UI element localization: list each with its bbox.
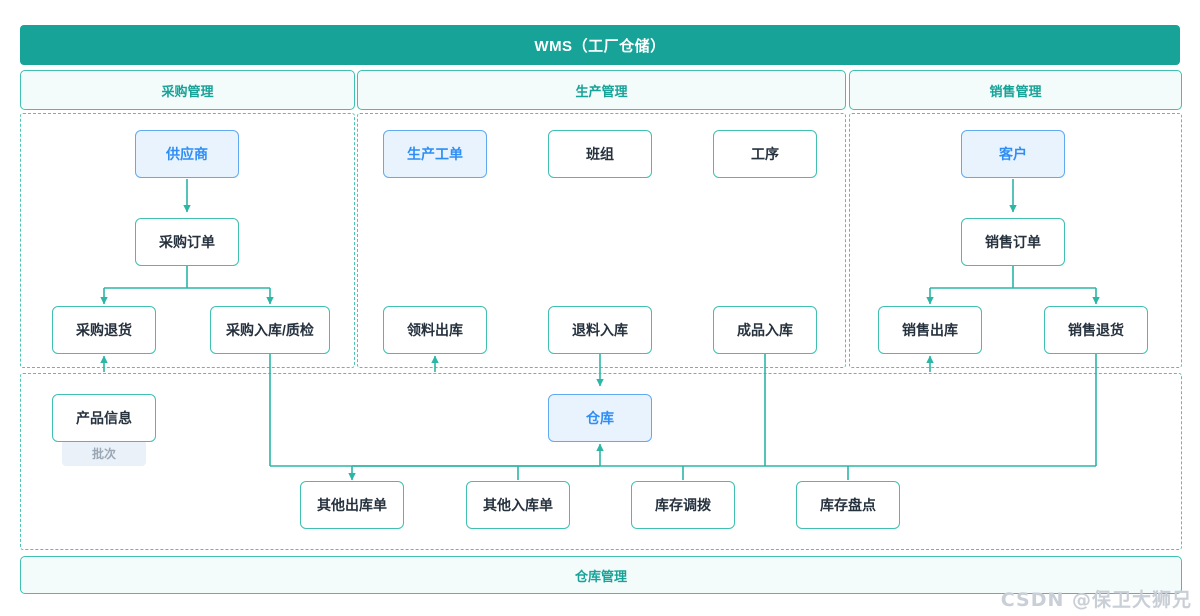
footer-warehouse-management[interactable]: 仓库管理 <box>20 556 1182 594</box>
badge-batch-label: 批次 <box>91 446 116 461</box>
badge-batch: 批次 <box>62 440 146 466</box>
region-produce <box>357 113 846 368</box>
node-customer-label: 客户 <box>999 145 1027 162</box>
node-purchase-inbound-qc-label: 采购入库/质检 <box>226 321 314 338</box>
node-warehouse[interactable]: 仓库 <box>548 394 652 442</box>
node-purchase-return-label: 采购退货 <box>76 321 132 338</box>
node-purchase-return[interactable]: 采购退货 <box>52 306 156 354</box>
node-finished-inbound[interactable]: 成品入库 <box>713 306 817 354</box>
node-other-inbound-label: 其他入库单 <box>483 496 553 513</box>
group-header-sales[interactable]: 销售管理 <box>849 70 1182 110</box>
node-sales-order[interactable]: 销售订单 <box>961 218 1065 266</box>
node-purchase-order[interactable]: 采购订单 <box>135 218 239 266</box>
wms-title-bar: WMS（工厂仓储） <box>20 25 1180 65</box>
node-sales-outbound[interactable]: 销售出库 <box>878 306 982 354</box>
node-work-order-label: 生产工单 <box>407 145 463 162</box>
region-sales <box>849 113 1182 368</box>
node-material-return-inbound-label: 退料入库 <box>572 321 628 338</box>
group-header-purchase-label: 采购管理 <box>161 83 214 99</box>
node-sales-return[interactable]: 销售退货 <box>1044 306 1148 354</box>
node-supplier[interactable]: 供应商 <box>135 130 239 178</box>
node-other-outbound-label: 其他出库单 <box>317 496 387 513</box>
group-header-purchase[interactable]: 采购管理 <box>20 70 355 110</box>
region-warehouse <box>20 373 1182 550</box>
node-sales-return-label: 销售退货 <box>1068 321 1124 338</box>
csdn-watermark: CSDN @保卫大狮兄 <box>1000 589 1192 611</box>
node-team[interactable]: 班组 <box>548 130 652 178</box>
node-purchase-order-label: 采购订单 <box>159 233 215 250</box>
node-sales-outbound-label: 销售出库 <box>902 321 958 338</box>
page-title: WMS（工厂仓储） <box>534 37 666 55</box>
node-stock-transfer[interactable]: 库存调拨 <box>631 481 735 529</box>
node-work-order[interactable]: 生产工单 <box>383 130 487 178</box>
group-header-produce[interactable]: 生产管理 <box>357 70 846 110</box>
group-header-sales-label: 销售管理 <box>989 83 1042 99</box>
node-other-inbound[interactable]: 其他入库单 <box>466 481 570 529</box>
node-supplier-label: 供应商 <box>166 145 208 162</box>
node-other-outbound[interactable]: 其他出库单 <box>300 481 404 529</box>
node-material-return-inbound[interactable]: 退料入库 <box>548 306 652 354</box>
node-process[interactable]: 工序 <box>713 130 817 178</box>
node-product-info[interactable]: 产品信息 <box>52 394 156 442</box>
node-process-label: 工序 <box>751 145 779 162</box>
node-finished-inbound-label: 成品入库 <box>737 321 793 338</box>
node-stock-count-label: 库存盘点 <box>820 496 876 513</box>
node-customer[interactable]: 客户 <box>961 130 1065 178</box>
footer-label: 仓库管理 <box>574 568 627 584</box>
node-sales-order-label: 销售订单 <box>985 233 1041 250</box>
node-stock-count[interactable]: 库存盘点 <box>796 481 900 529</box>
node-team-label: 班组 <box>586 145 614 162</box>
node-stock-transfer-label: 库存调拨 <box>655 496 711 513</box>
node-purchase-inbound-qc[interactable]: 采购入库/质检 <box>210 306 330 354</box>
node-pick-outbound-label: 领料出库 <box>407 321 463 338</box>
node-warehouse-label: 仓库 <box>586 409 614 426</box>
node-pick-outbound[interactable]: 领料出库 <box>383 306 487 354</box>
region-purchase <box>20 113 355 368</box>
node-product-info-label: 产品信息 <box>76 409 132 426</box>
group-header-produce-label: 生产管理 <box>575 83 628 99</box>
